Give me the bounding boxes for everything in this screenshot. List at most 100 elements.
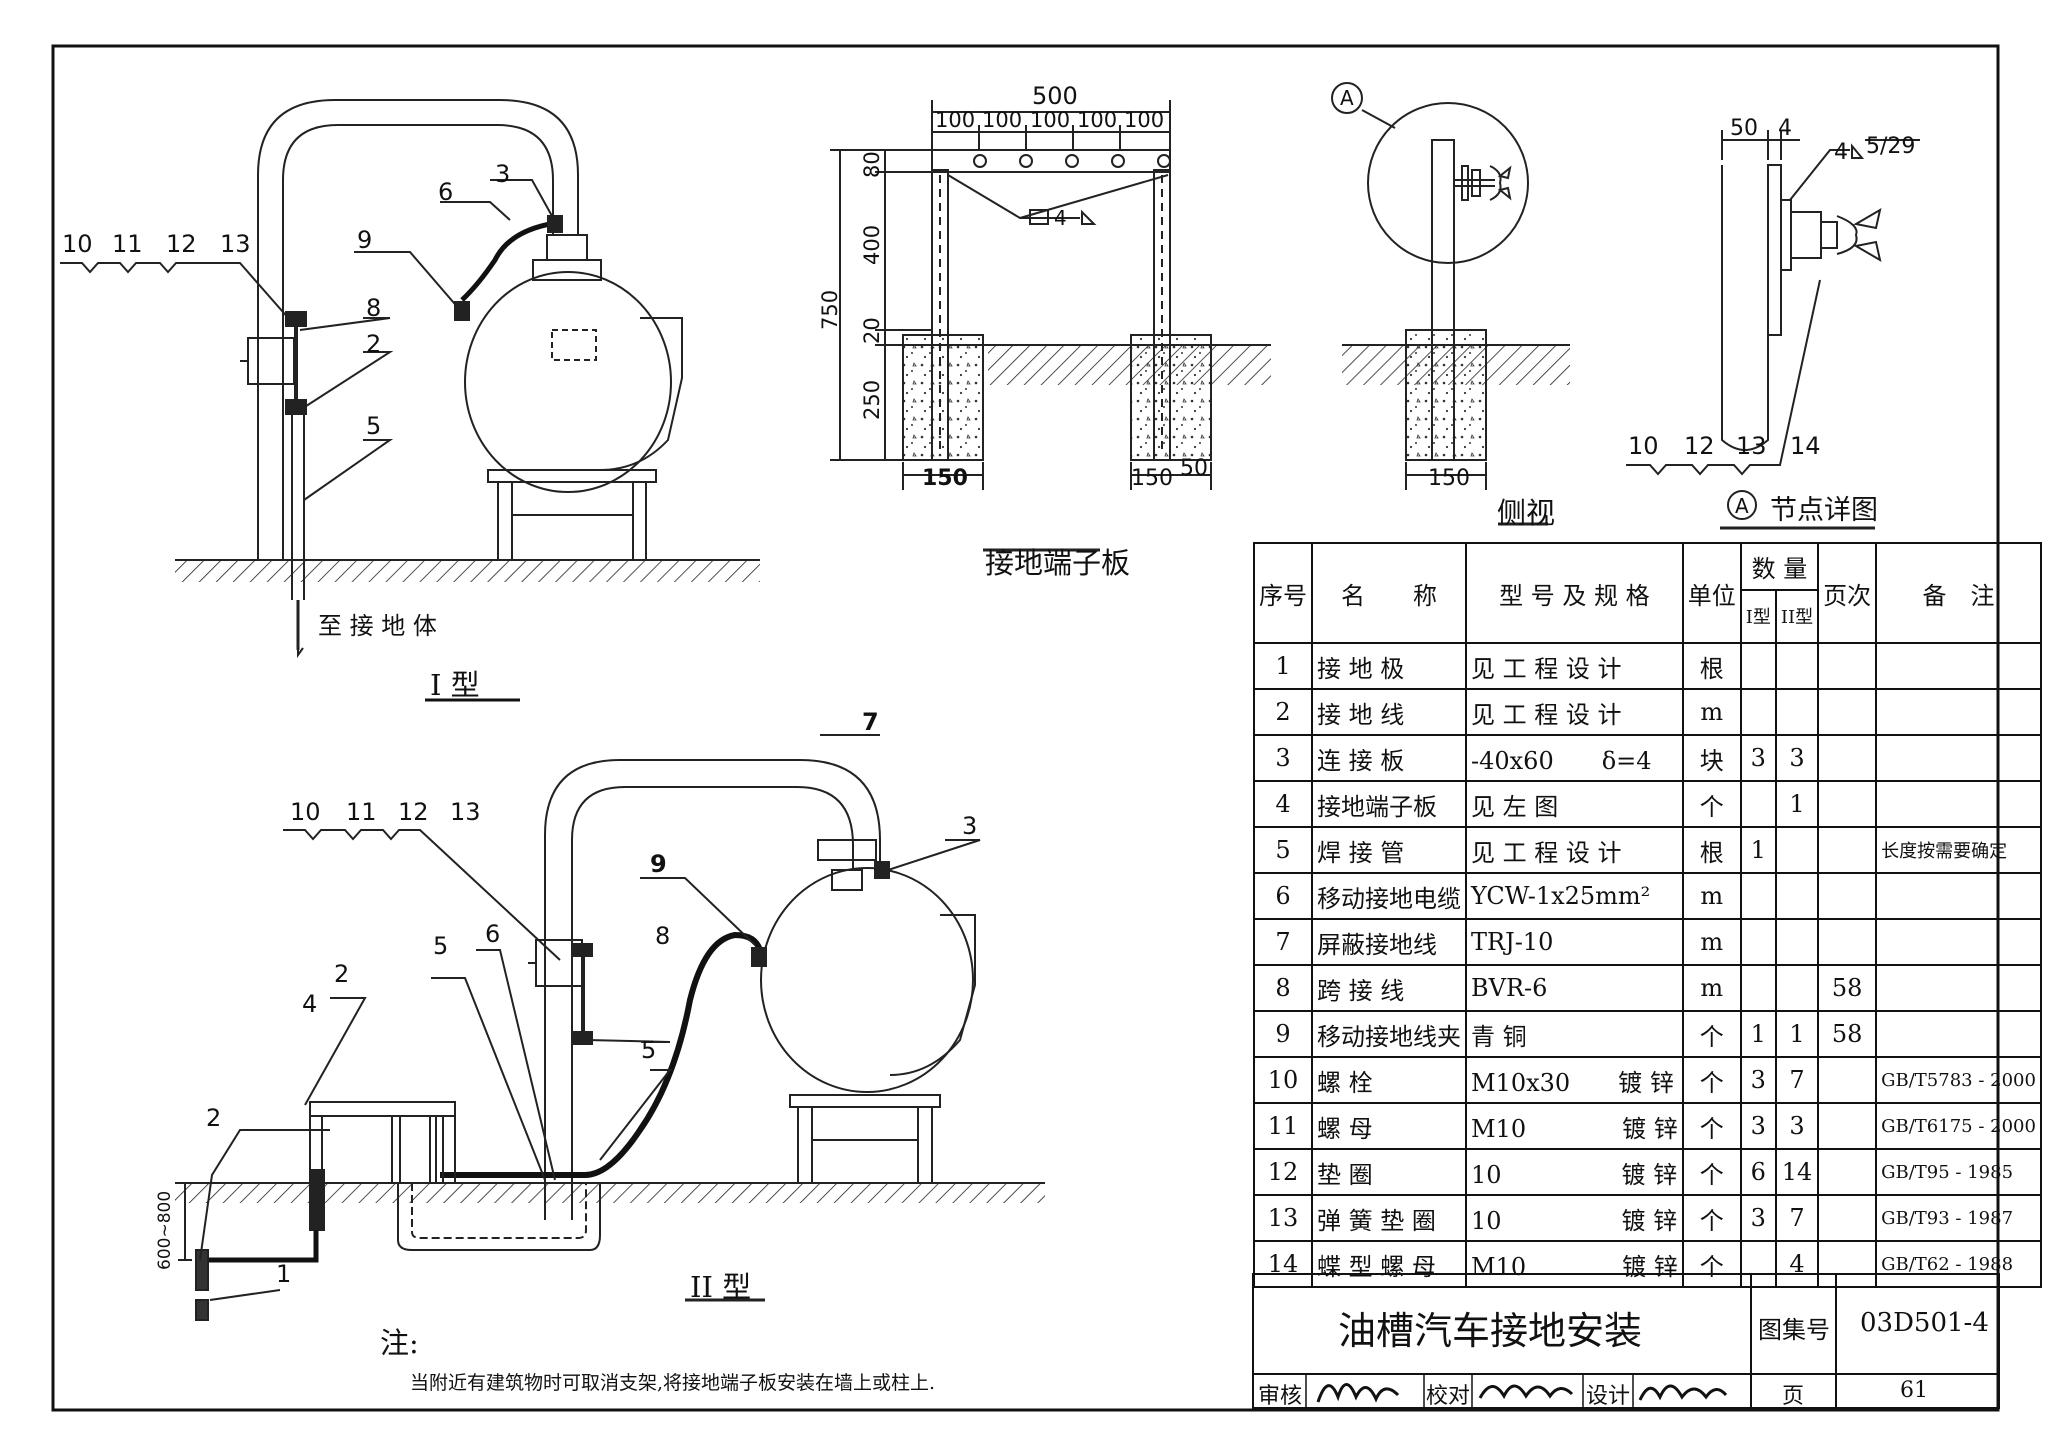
cell-name: 螺 母 <box>1311 1102 1467 1150</box>
cell-qii: 7 <box>1774 1194 1820 1242</box>
cell-no: 9 <box>1253 1010 1313 1058</box>
cell-no: 12 <box>1253 1148 1313 1196</box>
signature-design <box>1638 1384 1728 1401</box>
cell-qii <box>1774 826 1820 874</box>
signature-check <box>1478 1384 1574 1400</box>
review-label: 审核 <box>1258 1384 1303 1409</box>
notes-heading: 注: <box>380 1326 419 1360</box>
cell-model: 10 镀 锌 <box>1465 1194 1684 1242</box>
t2-callout-12: 12 <box>398 798 429 826</box>
cell-name: 接 地 线 <box>1311 688 1467 736</box>
tb-weld-symbol: 4 <box>1054 206 1067 230</box>
check-label: 校对 <box>1426 1384 1471 1409</box>
cell-unit: 个 <box>1681 1010 1742 1058</box>
t1-title: I 型 <box>430 668 480 702</box>
cell-unit: 个 <box>1681 1148 1742 1196</box>
cell-page <box>1817 1240 1878 1288</box>
cell-no: 7 <box>1253 918 1313 966</box>
header-no: 序号 <box>1253 542 1313 644</box>
cell-unit: 个 <box>1681 780 1742 828</box>
cell-name: 屏蔽接地线 <box>1311 918 1467 966</box>
t1-callout-3: 3 <box>495 160 511 188</box>
cell-no: 13 <box>1253 1194 1313 1242</box>
t2-callout-2-left: 2 <box>206 1104 222 1132</box>
cell-model: BVR-6 <box>1465 964 1684 1012</box>
cell-remark <box>1875 642 2042 690</box>
drawing-title: 油槽汽车接地安装 <box>1338 1309 1643 1353</box>
cell-remark: GB/T95 - 1985 <box>1875 1148 2042 1196</box>
terminal-board-drawing <box>830 100 1271 552</box>
notes-text: 当附近有建筑物时可取消支架,将接地端子板安装在墙上或柱上. <box>410 1372 936 1394</box>
cell-model: 见 工 程 设 计 <box>1465 826 1684 874</box>
cell-page <box>1817 780 1878 828</box>
page-number: 61 <box>1900 1378 1928 1403</box>
cell-name: 连 接 板 <box>1311 734 1467 782</box>
cell-no: 11 <box>1253 1102 1313 1150</box>
t2-callout-9: 9 <box>650 850 667 878</box>
t2-title: II 型 <box>690 1270 752 1304</box>
cell-qii: 3 <box>1774 1102 1820 1150</box>
cell-model: M10x30 镀 锌 <box>1465 1056 1684 1104</box>
cell-remark <box>1875 688 2042 736</box>
cell-name: 焊 接 管 <box>1311 826 1467 874</box>
cell-unit: m <box>1681 918 1742 966</box>
tb-dim-v-400: 400 <box>860 224 884 265</box>
cell-remark: GB/T62 - 1988 <box>1875 1240 2042 1288</box>
cell-qi <box>1739 780 1777 828</box>
cell-unit: 个 <box>1681 1194 1742 1242</box>
side-view-drawing <box>1331 82 1570 526</box>
cell-unit: 根 <box>1681 826 1742 874</box>
cell-page: 58 <box>1817 1010 1878 1058</box>
cell-remark: GB/T93 - 1987 <box>1875 1194 2042 1242</box>
cell-remark <box>1875 872 2042 920</box>
cell-unit: 个 <box>1681 1056 1742 1104</box>
header-page: 页次 <box>1817 542 1878 644</box>
cell-remark <box>1875 964 2042 1012</box>
cell-name: 移动接地电缆 <box>1311 872 1467 920</box>
cell-remark: GB/T6175 - 2000 <box>1875 1102 2042 1150</box>
t2-callout-8: 8 <box>655 922 671 950</box>
cell-qii: 1 <box>1774 780 1820 828</box>
nd-dim-top: 50 <box>1730 116 1758 141</box>
nd-callout-12: 12 <box>1684 432 1715 460</box>
tb-title: 接地端子板 <box>985 546 1131 580</box>
header-unit: 单位 <box>1681 542 1742 644</box>
cell-model: 10 镀 锌 <box>1465 1148 1684 1196</box>
t1-callout-13: 13 <box>220 230 251 258</box>
t1-callout-5: 5 <box>366 412 382 440</box>
tb-dim-total: 500 <box>1032 82 1078 110</box>
sv-title: 侧视 <box>1497 496 1556 530</box>
t1-callout-2: 2 <box>366 330 382 358</box>
cell-model: 见 工 程 设 计 <box>1465 642 1684 690</box>
cell-no: 4 <box>1253 780 1313 828</box>
nd-marker: A <box>1735 494 1749 518</box>
t1-callout-11: 11 <box>112 230 143 258</box>
cell-qi: 6 <box>1739 1148 1777 1196</box>
cell-unit: 根 <box>1681 642 1742 690</box>
cell-name: 移动接地线夹 <box>1311 1010 1467 1058</box>
t2-callout-1: 1 <box>276 1260 292 1288</box>
t2-callout-5-left: 5 <box>433 932 449 960</box>
cell-qi: 3 <box>1739 1102 1777 1150</box>
sv-marker: A <box>1340 86 1354 110</box>
cell-page: 58 <box>1817 964 1878 1012</box>
t2-callout-10: 10 <box>290 798 321 826</box>
t2-callout-2-top: 2 <box>334 960 350 988</box>
tb-dim-base-offset: 50 <box>1180 456 1208 481</box>
cell-model: 青 铜 <box>1465 1010 1684 1058</box>
page-label: 页 <box>1782 1384 1805 1409</box>
cell-qi: 3 <box>1739 1194 1777 1242</box>
cell-name: 跨 接 线 <box>1311 964 1467 1012</box>
parts-table-header: 序号 名 称 型 号 及 规 格 单位 数 量 页次 备 注 <box>1253 542 2042 644</box>
